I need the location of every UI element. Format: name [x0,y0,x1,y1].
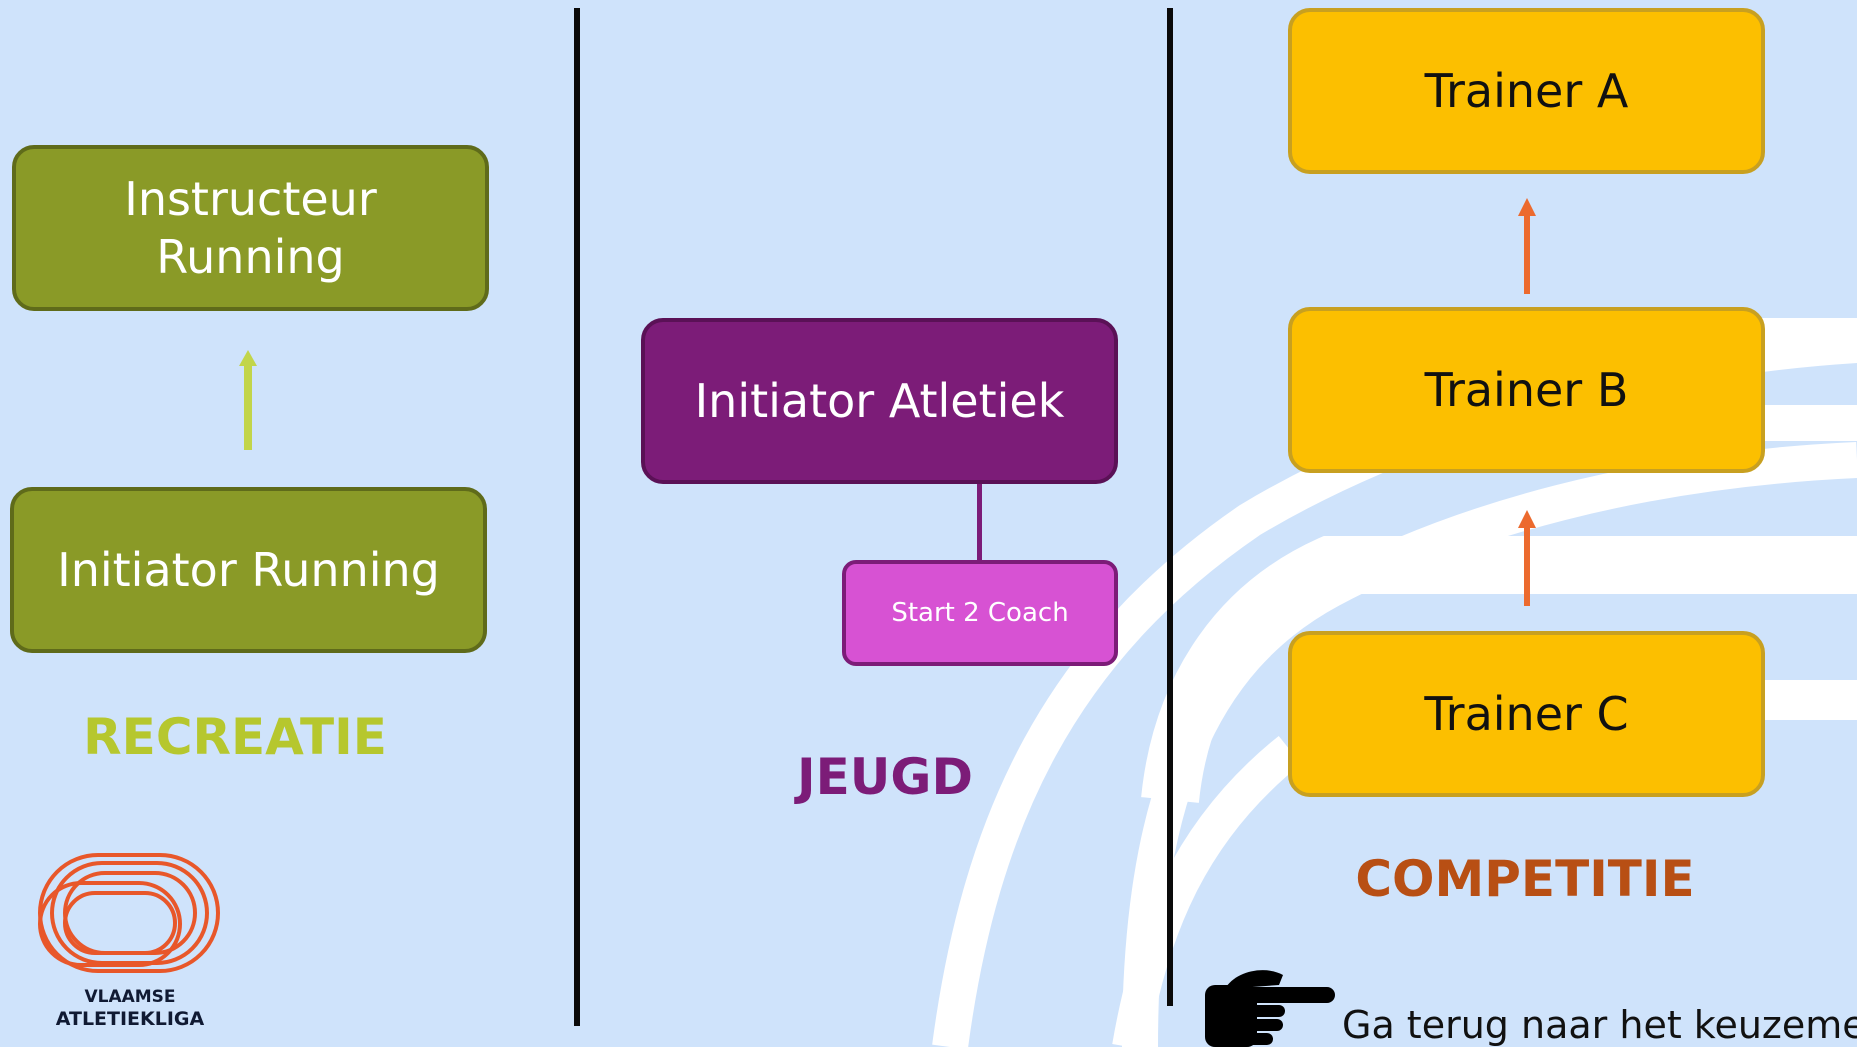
start-2-coach-box[interactable]: Start 2 Coach [842,560,1118,666]
divider-left [574,8,580,1026]
initiator-running-box[interactable]: Initiator Running [10,487,487,653]
trainer-c-label: Trainer C [1424,687,1629,741]
initiator-running-label: Initiator Running [57,543,440,597]
arrow-up-trainer-a [1518,198,1536,294]
start-2-coach-label: Start 2 Coach [891,598,1069,628]
competitie-label: COMPETITIE [1355,850,1695,908]
arrow-up-trainer-b [1518,510,1536,606]
back-to-menu-link[interactable]: Ga terug naar het keuzemenu [1342,1003,1857,1047]
instructeur-running-box[interactable]: Instructeur Running [12,145,489,311]
jeugd-label: JEUGD [797,748,973,806]
logo-line2: ATLETIEKLIGA [56,1008,205,1030]
arrow-up-recreatie [239,350,257,450]
pointing-hand-icon[interactable] [1205,965,1335,1047]
logo-line1: VLAAMSE [84,987,175,1007]
initiator-atletiek-label: Initiator Atletiek [694,374,1065,428]
divider-right [1167,8,1173,1006]
instructeur-running-line1: Instructeur [124,172,377,226]
trainer-b-label: Trainer B [1424,363,1629,417]
vlaamse-atletiekliga-logo: VLAAMSE ATLETIEKLIGA [38,853,220,1030]
initiator-atletiek-box[interactable]: Initiator Atletiek [641,318,1118,484]
instructeur-running-line2: Running [156,230,345,284]
trainer-a-box[interactable]: Trainer A [1288,8,1765,174]
trainer-c-box[interactable]: Trainer C [1288,631,1765,797]
connector-line [977,484,982,562]
recreatie-label: RECREATIE [83,708,387,766]
trainer-a-label: Trainer A [1424,64,1629,118]
trainer-b-box[interactable]: Trainer B [1288,307,1765,473]
